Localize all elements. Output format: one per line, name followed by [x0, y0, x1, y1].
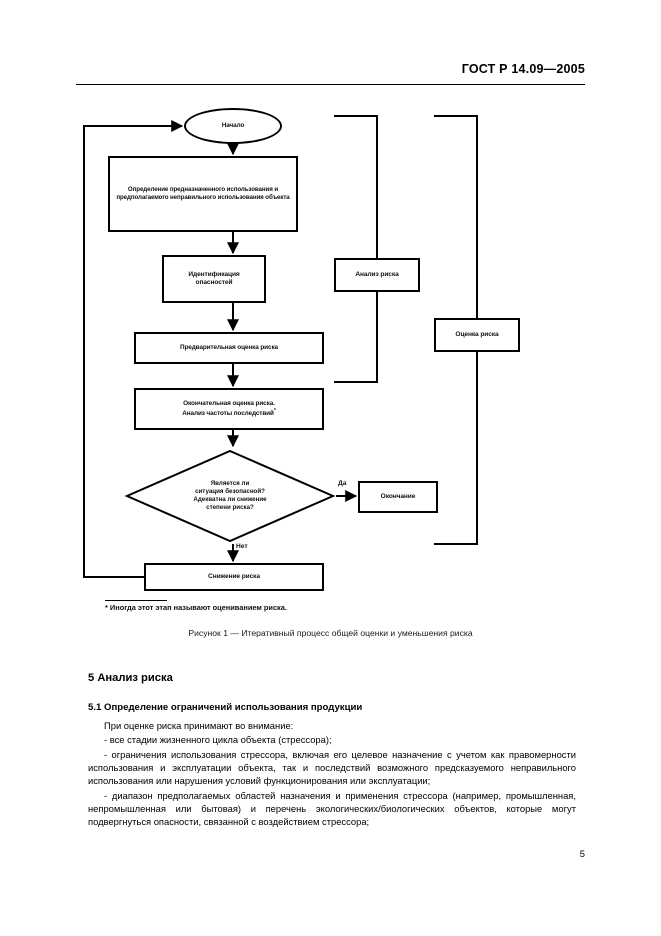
- flowchart-node-final-assessment: Окончательная оценка риска. Анализ часто…: [134, 388, 324, 430]
- flowchart-node-identify-hazards-label: Идентификация опасностей: [188, 270, 240, 286]
- flowchart-bracket-label-risk-analysis-text: Анализ риска: [355, 270, 399, 278]
- flowchart-branch-label-no: Нет: [236, 543, 248, 550]
- figure-caption: Рисунок 1 — Итеративный процесс общей оц…: [188, 628, 473, 638]
- flowchart-node-define-intended-use-label: Определение предназначенного использован…: [116, 186, 290, 201]
- flowchart-node-start: Начало: [184, 108, 282, 144]
- flowchart-bracket-label-risk-evaluation: Оценка риска: [434, 318, 520, 352]
- section-heading-5: 5 Анализ риска: [88, 672, 173, 684]
- flowchart-branch-label-yes: Да: [338, 480, 347, 487]
- figure-footnote: * Иногда этот этап называют оцениванием …: [105, 603, 287, 612]
- flowchart-node-risk-reduction: Снижение риска: [144, 563, 324, 591]
- flowchart-figure: Начало Определение предназначенного испо…: [76, 100, 586, 620]
- footnote-marker-icon: *: [273, 407, 276, 414]
- paragraph-intro: При оценке риска принимают во внимание:: [104, 720, 294, 731]
- flowchart-node-decision-label: Является ли ситуация безопасной? Адекват…: [193, 479, 267, 512]
- flowchart-node-identify-hazards: Идентификация опасностей: [162, 255, 266, 303]
- footnote-divider: [105, 600, 167, 601]
- flowchart-node-risk-reduction-label: Снижение риска: [208, 572, 260, 580]
- flowchart-node-end: Окончание: [358, 481, 438, 513]
- diamond-shape-icon: [124, 449, 336, 543]
- header-divider: [76, 84, 585, 85]
- paragraph-bullet-3: - диапазон предполагаемых областей назна…: [88, 789, 576, 828]
- document-body: 5 Анализ риска 5.1 Определение ограничен…: [88, 672, 576, 830]
- flowchart-connectors: [83, 115, 478, 578]
- paragraph-bullet-2: - ограничения использования стрессора, в…: [88, 748, 576, 787]
- flowchart-bracket-label-risk-analysis: Анализ риска: [334, 258, 420, 292]
- flowchart-bracket-label-risk-evaluation-text: Оценка риска: [455, 330, 499, 338]
- paragraph-bullet-1: - все стадии жизненного цикла объекта (с…: [104, 734, 332, 746]
- flowchart-node-start-label: Начало: [221, 121, 245, 129]
- flowchart-node-final-assessment-text: Окончательная оценка риска. Анализ часто…: [182, 399, 275, 418]
- subsection-heading-5-1: 5.1 Определение ограничений использовани…: [88, 702, 363, 713]
- page-number: 5: [579, 848, 585, 859]
- flowchart-node-final-assessment-label: Окончательная оценка риска. Анализ часто…: [178, 400, 279, 419]
- flowchart-node-preliminary-assessment-label: Предварительная оценка риска: [179, 343, 279, 351]
- flowchart-node-decision: Является ли ситуация безопасной? Адекват…: [124, 448, 336, 544]
- flowchart-node-define-intended-use: Определение предназначенного использован…: [108, 156, 298, 232]
- page-header-standard-number: ГОСТ Р 14.09—2005: [461, 62, 585, 76]
- flowchart-node-end-label: Окончание: [380, 492, 416, 500]
- flowchart-node-preliminary-assessment: Предварительная оценка риска: [134, 332, 324, 364]
